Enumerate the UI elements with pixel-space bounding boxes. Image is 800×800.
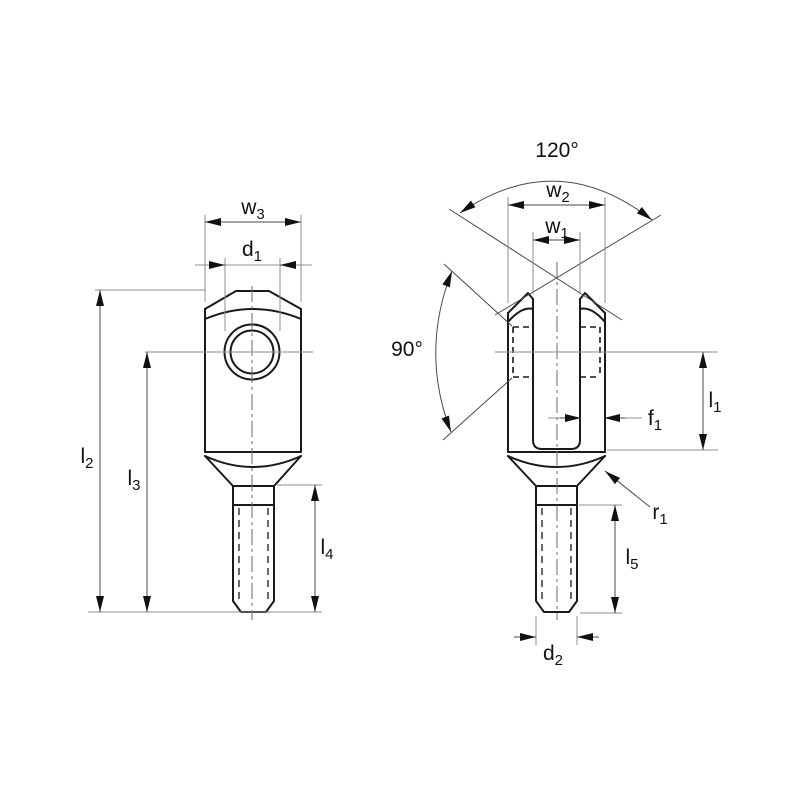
dimension-w3: w3 (204, 196, 302, 302)
dim-label-w2: w2 (545, 179, 570, 206)
dimension-d1: d1 (195, 238, 312, 331)
front-left-prong-crown (507, 292, 534, 314)
dim-label-r1: r1 (652, 501, 667, 528)
dimension-l5: l5 (579, 504, 639, 614)
dim-label-l2: l2 (80, 445, 93, 472)
front-body-bottom-chamfers (507, 455, 606, 487)
side-body-top-arc (204, 308, 302, 320)
front-right-prong-crown (579, 292, 606, 314)
dimension-angle-90: 90° (391, 263, 513, 441)
front-shank-thread-body (535, 504, 578, 613)
side-body-sides (204, 308, 302, 453)
dimension-w1: w1 (532, 215, 581, 294)
dim-label-w1: w1 (544, 215, 569, 242)
fork-slot (532, 298, 581, 450)
dim-label-f1: f1 (648, 407, 662, 434)
front-left-prong-arc (507, 307, 534, 323)
dimension-w2: w2 (507, 179, 606, 303)
dim-label-l4: l4 (320, 536, 333, 563)
front-body-sides (507, 312, 606, 453)
dim-label-w3: w3 (240, 196, 265, 223)
front-view (507, 262, 606, 620)
dimension-r1: r1 (604, 470, 668, 528)
dim-label-l1: l1 (708, 389, 721, 416)
dim-label-90deg: 90° (391, 338, 423, 361)
side-shank-collar (232, 485, 275, 506)
side-body-bottom-chamfers (204, 455, 302, 487)
side-thread-hidden-lines (238, 508, 269, 599)
dimension-l3: l3 (127, 351, 313, 612)
dimension-l2: l2 (80, 289, 322, 613)
side-shank-thread-body (232, 504, 275, 613)
dimension-d2: d2 (514, 616, 599, 669)
side-body-bottom-arc (204, 455, 302, 468)
dim-label-d2: d2 (543, 642, 563, 669)
dimension-f1: f1 (548, 407, 662, 434)
front-right-prong-arc (579, 307, 606, 323)
dim-label-l3: l3 (127, 467, 140, 494)
side-body-top-crown (204, 290, 302, 310)
dim-label-d1: d1 (242, 238, 262, 265)
dim-label-l5: l5 (625, 546, 638, 573)
dimension-angle-120: 120° (448, 139, 662, 321)
front-thread-hidden-lines (541, 508, 572, 599)
side-view (204, 286, 302, 620)
dimension-l1: l1 (495, 351, 722, 451)
dimension-l4: l4 (277, 484, 334, 612)
dim-label-120deg: 120° (535, 139, 578, 162)
